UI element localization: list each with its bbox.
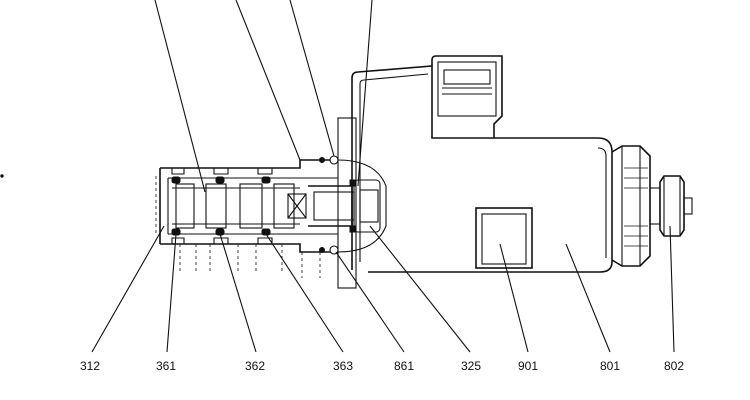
callout-312: 312 — [80, 359, 100, 373]
callout-labels: 312 361 362 363 861 325 901 801 802 — [80, 359, 684, 373]
callout-802: 802 — [664, 359, 684, 373]
upper-leader-lines — [154, 0, 373, 193]
valve-cartridge — [155, 155, 387, 278]
callout-801: 801 — [600, 359, 620, 373]
callout-901: 901 — [518, 359, 538, 373]
callout-361: 361 — [156, 359, 176, 373]
end-nut — [611, 145, 693, 267]
callout-leader-lines — [91, 225, 675, 353]
callout-861: 861 — [394, 359, 414, 373]
callout-325: 325 — [461, 359, 481, 373]
callout-363: 363 — [333, 359, 353, 373]
solenoid-body — [337, 55, 613, 289]
margin-dot — [0, 174, 4, 178]
callout-362: 362 — [245, 359, 265, 373]
